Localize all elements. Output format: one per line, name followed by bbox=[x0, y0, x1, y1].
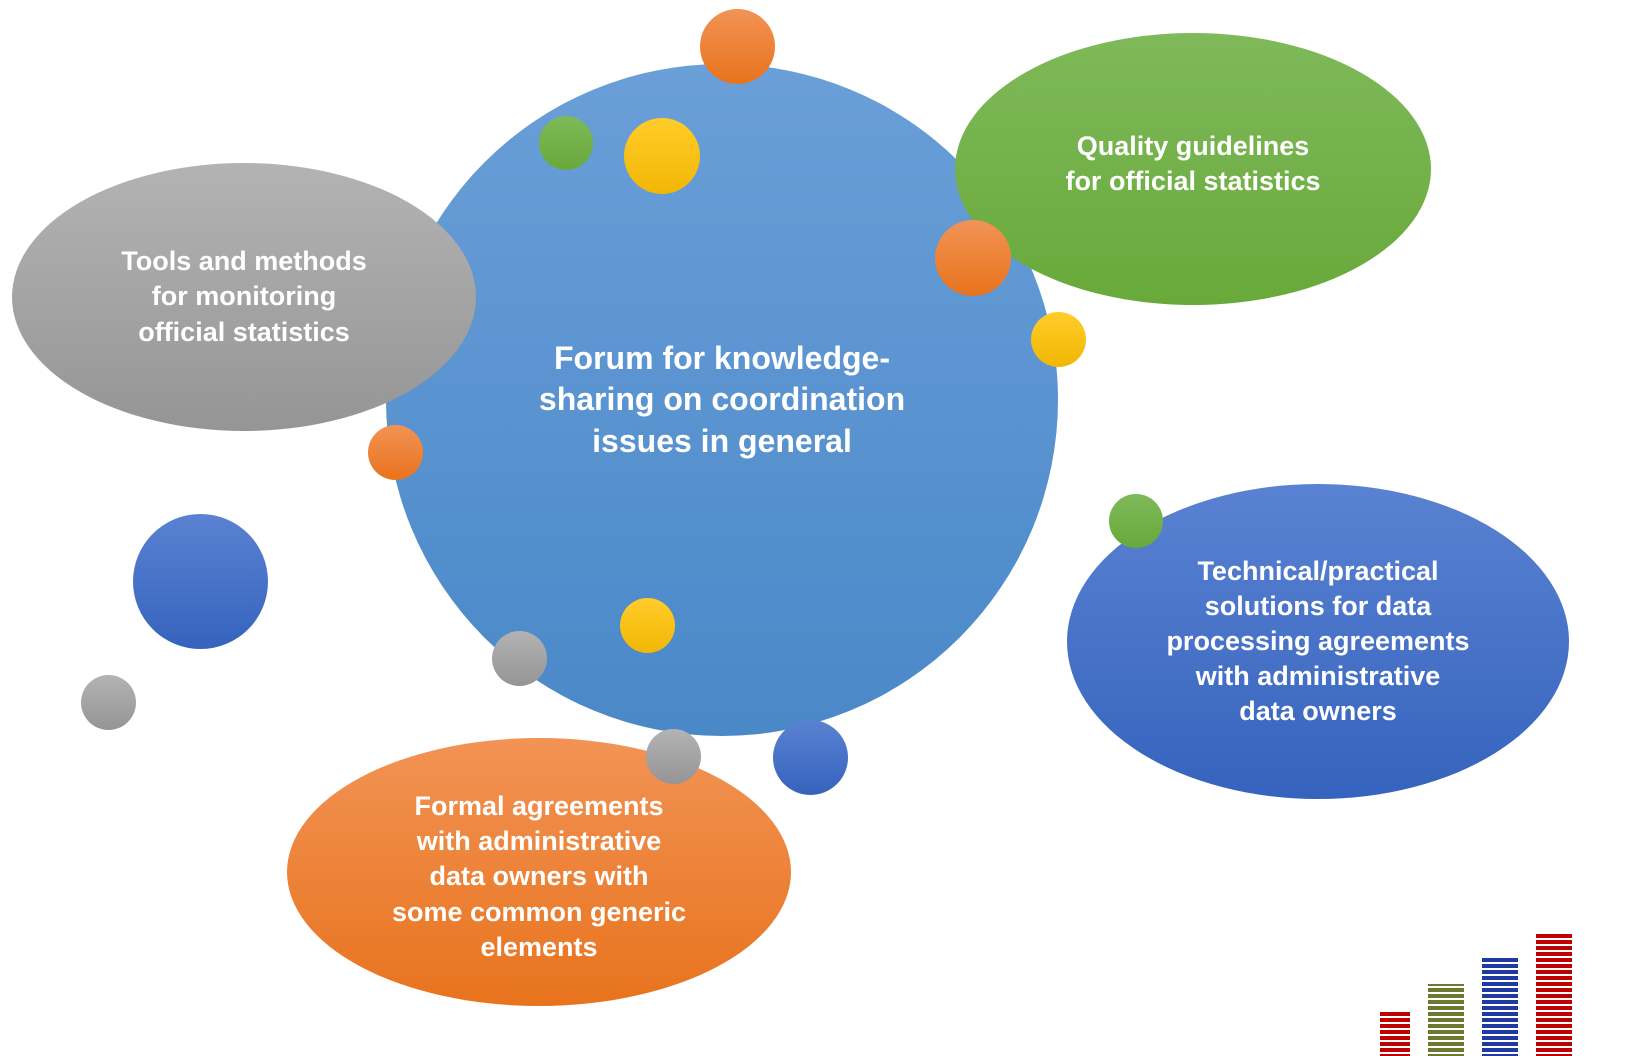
formal-agreements-bubble: Formal agreements with administrative da… bbox=[287, 738, 791, 1006]
logo-bar bbox=[1380, 1012, 1410, 1056]
yellow-dot bbox=[620, 598, 675, 653]
logo-bar bbox=[1482, 958, 1518, 1056]
tools-methods-label: Tools and methods for monitoring officia… bbox=[121, 246, 367, 347]
logo-bar bbox=[1536, 932, 1572, 1056]
blue-dot bbox=[133, 514, 268, 649]
tools-methods-bubble: Tools and methods for monitoring officia… bbox=[12, 163, 476, 431]
quality-guidelines-label: Quality guidelines for official statisti… bbox=[1065, 130, 1321, 196]
yellow-dot bbox=[624, 118, 700, 194]
blue-dot bbox=[773, 720, 848, 795]
formal-agreements-label: Formal agreements with administrative da… bbox=[391, 791, 687, 962]
orange-dot bbox=[700, 9, 775, 84]
logo-bar bbox=[1428, 984, 1464, 1056]
technical-solutions-label: Technical/practical solutions for data p… bbox=[1166, 555, 1470, 727]
center-bubble: Forum for knowledge- sharing on coordina… bbox=[386, 64, 1058, 736]
green-dot bbox=[539, 116, 593, 170]
grey-dot bbox=[646, 729, 701, 784]
quality-guidelines-bubble: Quality guidelines for official statisti… bbox=[955, 33, 1431, 305]
green-dot bbox=[1109, 494, 1163, 548]
yellow-dot bbox=[1031, 312, 1086, 367]
bar-chart-logo-icon bbox=[1380, 932, 1572, 1056]
grey-dot bbox=[492, 631, 547, 686]
center-bubble-label: Forum for knowledge- sharing on coordina… bbox=[538, 339, 906, 459]
orange-dot bbox=[935, 220, 1011, 296]
grey-dot bbox=[81, 675, 136, 730]
orange-dot bbox=[368, 425, 423, 480]
